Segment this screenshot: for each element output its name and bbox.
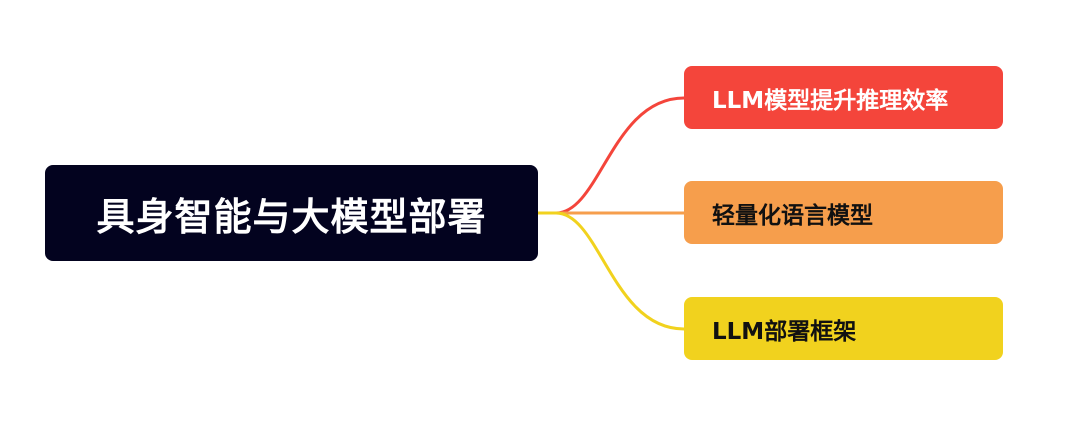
root-topic[interactable]: 具身智能与大模型部署 (45, 165, 538, 261)
branch-topic-llm-inference-efficiency[interactable]: LLM模型提升推理效率 (684, 66, 1003, 129)
branch-topic-label: LLM部署框架 (712, 318, 857, 345)
connector-branch-1 (538, 96, 685, 215)
connector-branch-3 (538, 211, 685, 331)
root-topic-label: 具身智能与大模型部署 (96, 194, 487, 239)
branch-topic-lightweight-language-model[interactable]: 轻量化语言模型 (684, 181, 1003, 244)
branch-topic-llm-deployment-framework[interactable]: LLM部署框架 (684, 297, 1003, 360)
branch-topic-label: 轻量化语言模型 (712, 202, 873, 229)
branch-topic-label: LLM模型提升推理效率 (712, 87, 949, 114)
